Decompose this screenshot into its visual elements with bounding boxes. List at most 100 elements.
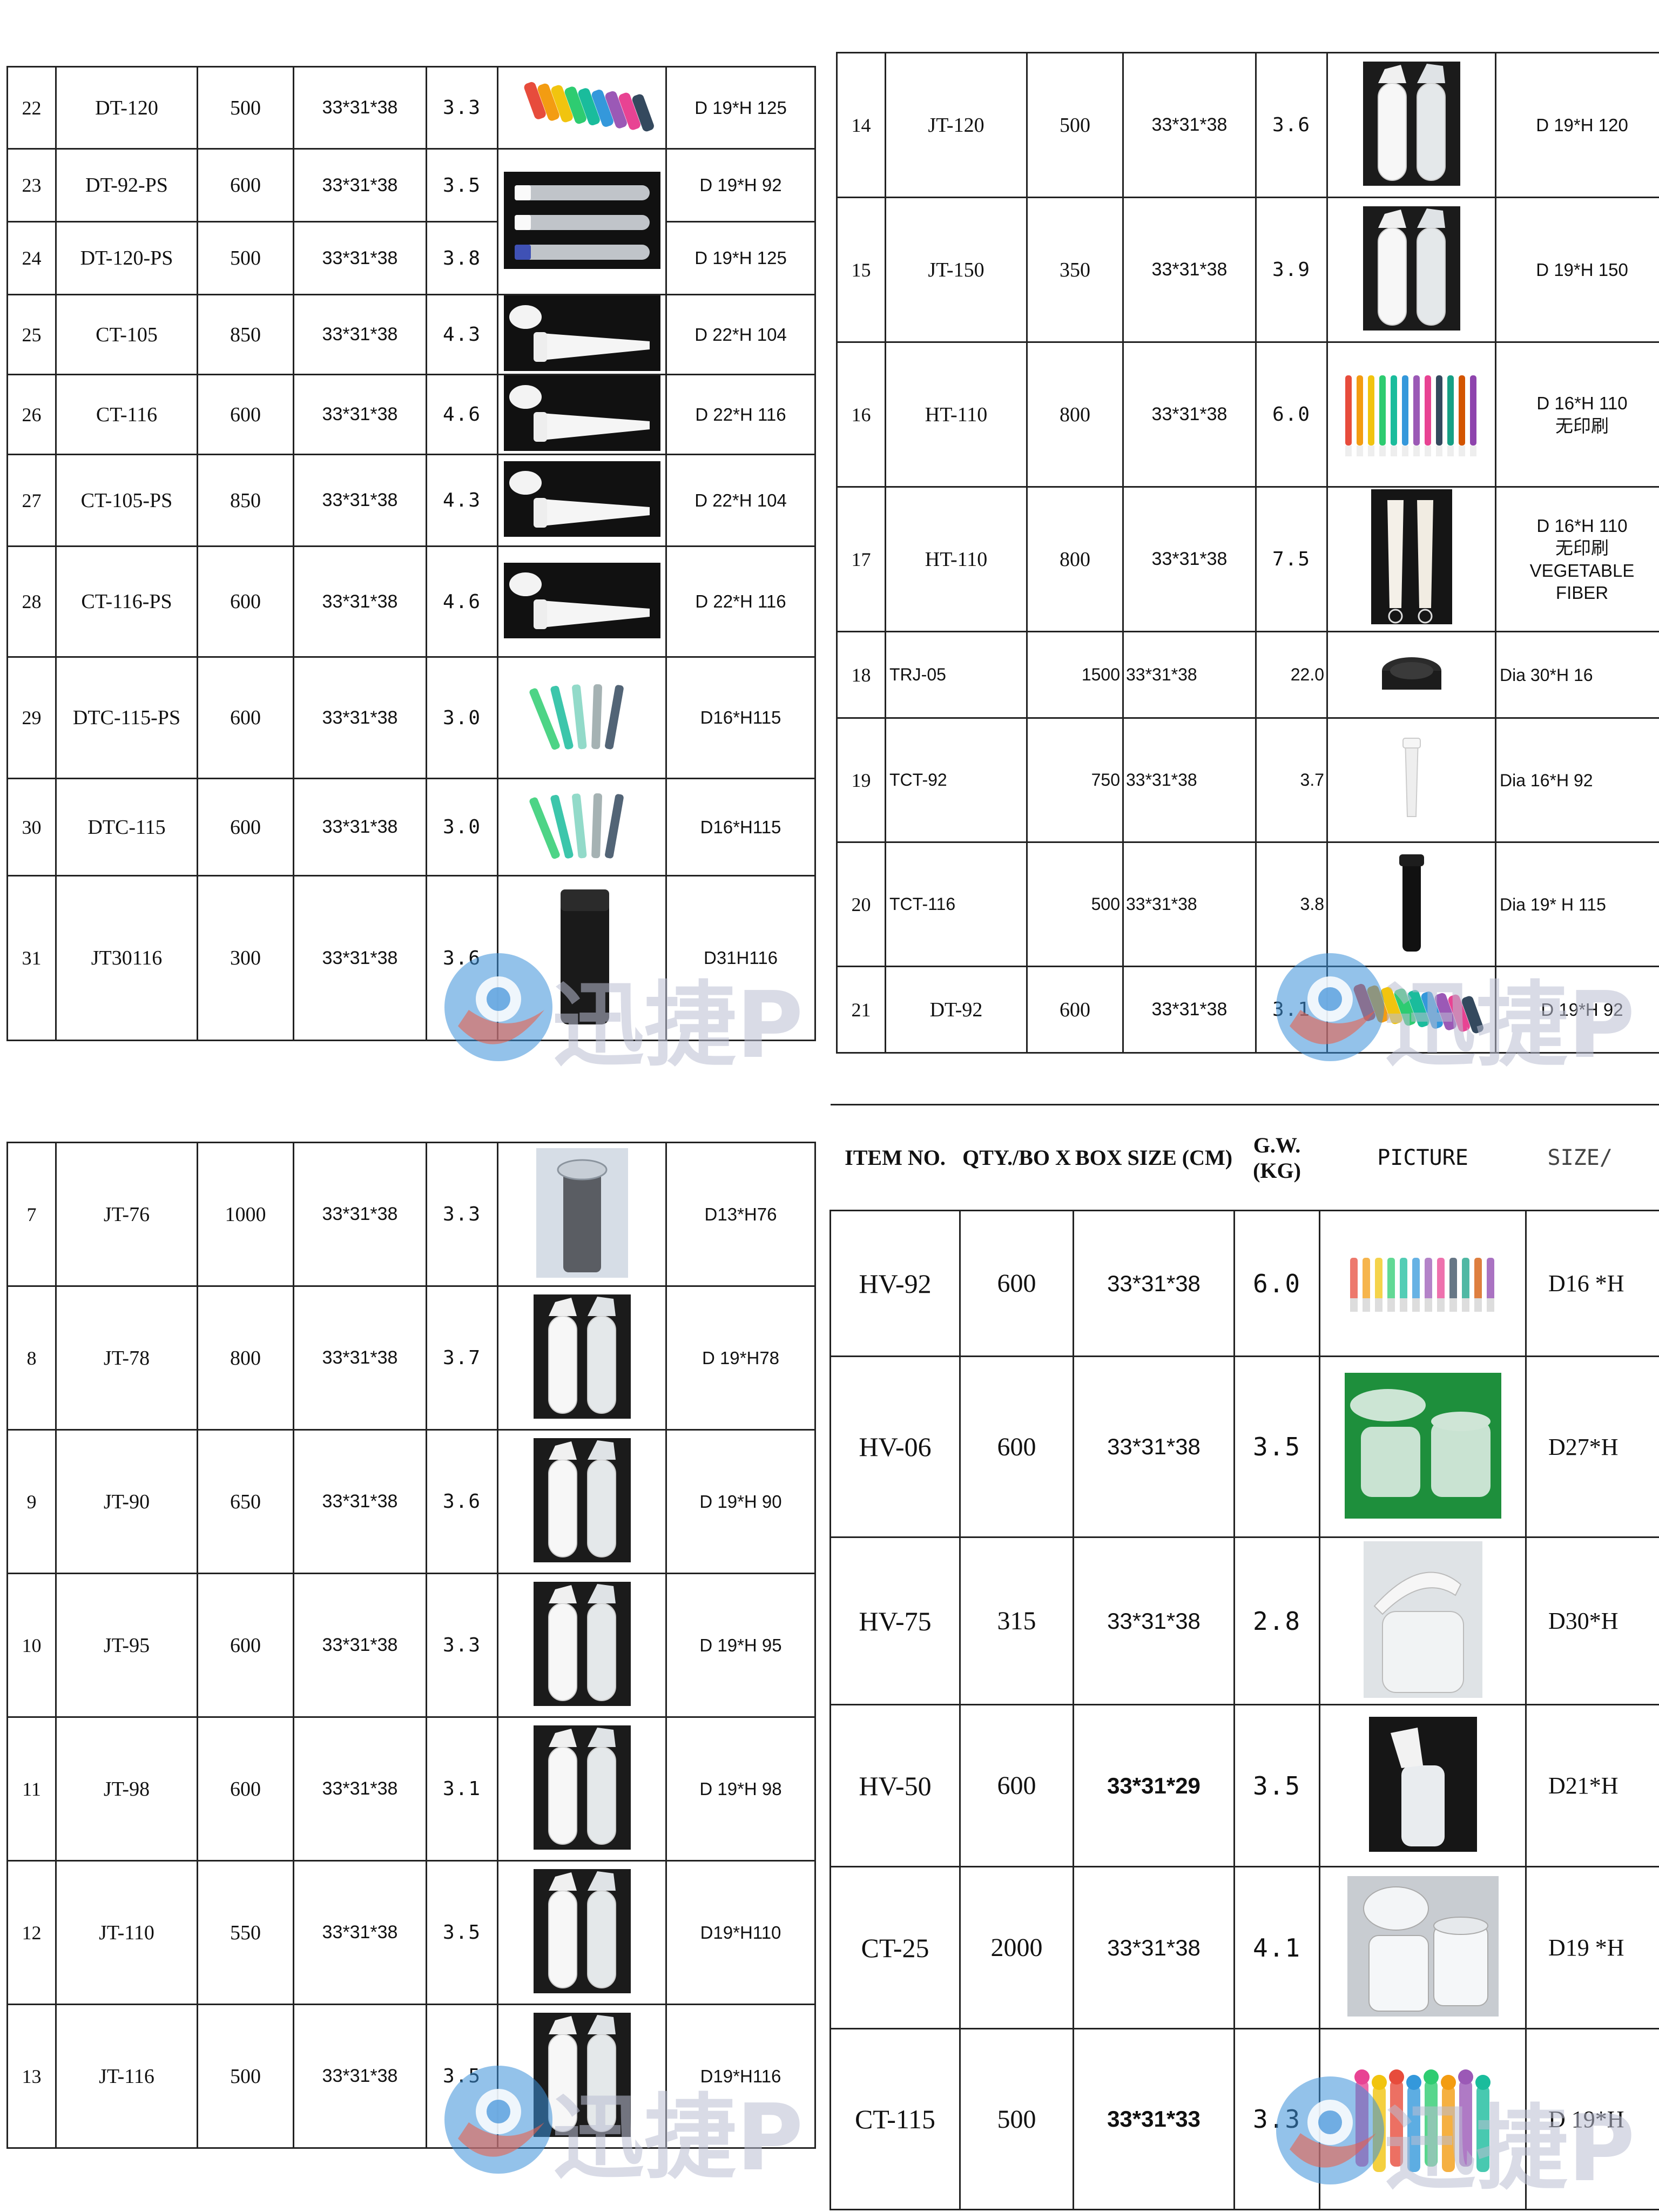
product-picture [497,66,667,150]
product-picture [497,1142,667,1287]
product-picture [1326,197,1496,343]
gross-weight: 3.5 [426,1860,498,2005]
gross-weight: 3.5 [1233,1355,1320,1538]
header-size: SIZE/ [1526,1104,1659,1211]
item-number: DT-120-PS [55,221,198,295]
row-number: 21 [836,966,886,1054]
size-cell: D13*H76 [665,1142,816,1287]
spec-table-bottom-right: ITEM NO. QTY./BO X BOX SIZE (CM) G.W. (K… [830,1104,1659,2210]
product-picture [1326,486,1496,632]
size-cell: D 19*H 150 [1495,197,1659,343]
box-size: 33*31*38 [1122,52,1257,198]
gross-weight: 6.0 [1233,1210,1320,1357]
row-number: 29 [6,656,57,779]
gross-weight: 3.8 [1255,841,1328,967]
item-number: TRJ-05 [885,631,1028,719]
size-cell: D30*H [1525,1536,1659,1705]
gross-weight: 3.3 [1233,2028,1320,2210]
quantity-per-box: 500 [197,2004,294,2149]
gross-weight: 4.6 [426,374,498,455]
gross-weight: 4.6 [426,545,498,658]
product-picture [497,875,667,1041]
box-size: 33*31*38 [293,1716,427,1862]
product-picture [1319,1866,1527,2029]
box-size: 33*31*38 [293,1142,427,1287]
product-picture [1326,966,1496,1054]
product-picture [497,294,667,375]
gross-weight: 3.6 [426,875,498,1041]
row-number: 12 [6,1860,57,2005]
box-size: 33*31*38 [293,875,427,1041]
item-number: HV-75 [830,1536,961,1705]
size-cell: D 19*H 125 [665,221,816,295]
product-picture [1326,631,1496,719]
box-size: 33*31*38 [293,66,427,150]
quantity-per-box: 600 [197,374,294,455]
gross-weight: 3.8 [426,221,498,295]
quantity-per-box: 1500 [1026,631,1124,719]
header-item-no: ITEM NO. [830,1104,960,1211]
size-cell: D 19*H 92 [665,148,816,222]
row-number: 8 [6,1285,57,1431]
quantity-per-box: 600 [197,778,294,876]
size-line: D31H116 [704,948,778,968]
product-picture [497,1716,667,1862]
item-number: JT-78 [55,1285,198,1431]
product-picture [1326,717,1496,843]
quantity-per-box: 850 [197,454,294,547]
box-size: 33*31*38 [1122,197,1257,343]
row-number: 19 [836,717,886,843]
row-number: 17 [836,486,886,632]
header-picture: PICTURE [1319,1104,1526,1211]
box-size: 33*31*38 [293,545,427,658]
row-number: 10 [6,1573,57,1718]
product-picture [497,1429,667,1574]
size-line: D13*H76 [704,1204,777,1224]
product-picture [497,1860,667,2005]
box-size: 33*31*38 [1122,841,1257,967]
product-picture [497,2004,667,2149]
item-number: JT-98 [55,1716,198,1862]
quantity-per-box: 800 [1026,486,1124,632]
item-number: DT-120 [55,66,198,150]
box-size: 33*31*38 [1073,1210,1235,1357]
item-number: HT-110 [885,486,1028,632]
quantity-per-box: 600 [197,545,294,658]
item-number: CT-25 [830,1866,961,2029]
size-cell: D21*H [1525,1704,1659,1867]
product-picture [497,148,667,295]
box-size: 33*31*33 [1073,2028,1235,2210]
size-cell: D 19*H 95 [665,1573,816,1718]
gross-weight: 4.1 [1233,1866,1320,2029]
row-number: 30 [6,778,57,876]
size-cell: D16*H115 [665,656,816,779]
size-cell: D27*H [1525,1355,1659,1538]
row-number: 18 [836,631,886,719]
box-size: 33*31*38 [293,778,427,876]
size-line: D 22*H 104 [694,324,787,345]
gross-weight: 3.0 [426,656,498,779]
size-line: FIBER [1555,582,1609,603]
size-line: D19*H110 [700,1922,781,1943]
row-number: 23 [6,148,57,222]
size-line: D 19*H 120 [1536,114,1628,135]
product-picture [497,1285,667,1431]
quantity-per-box: 315 [959,1536,1074,1705]
